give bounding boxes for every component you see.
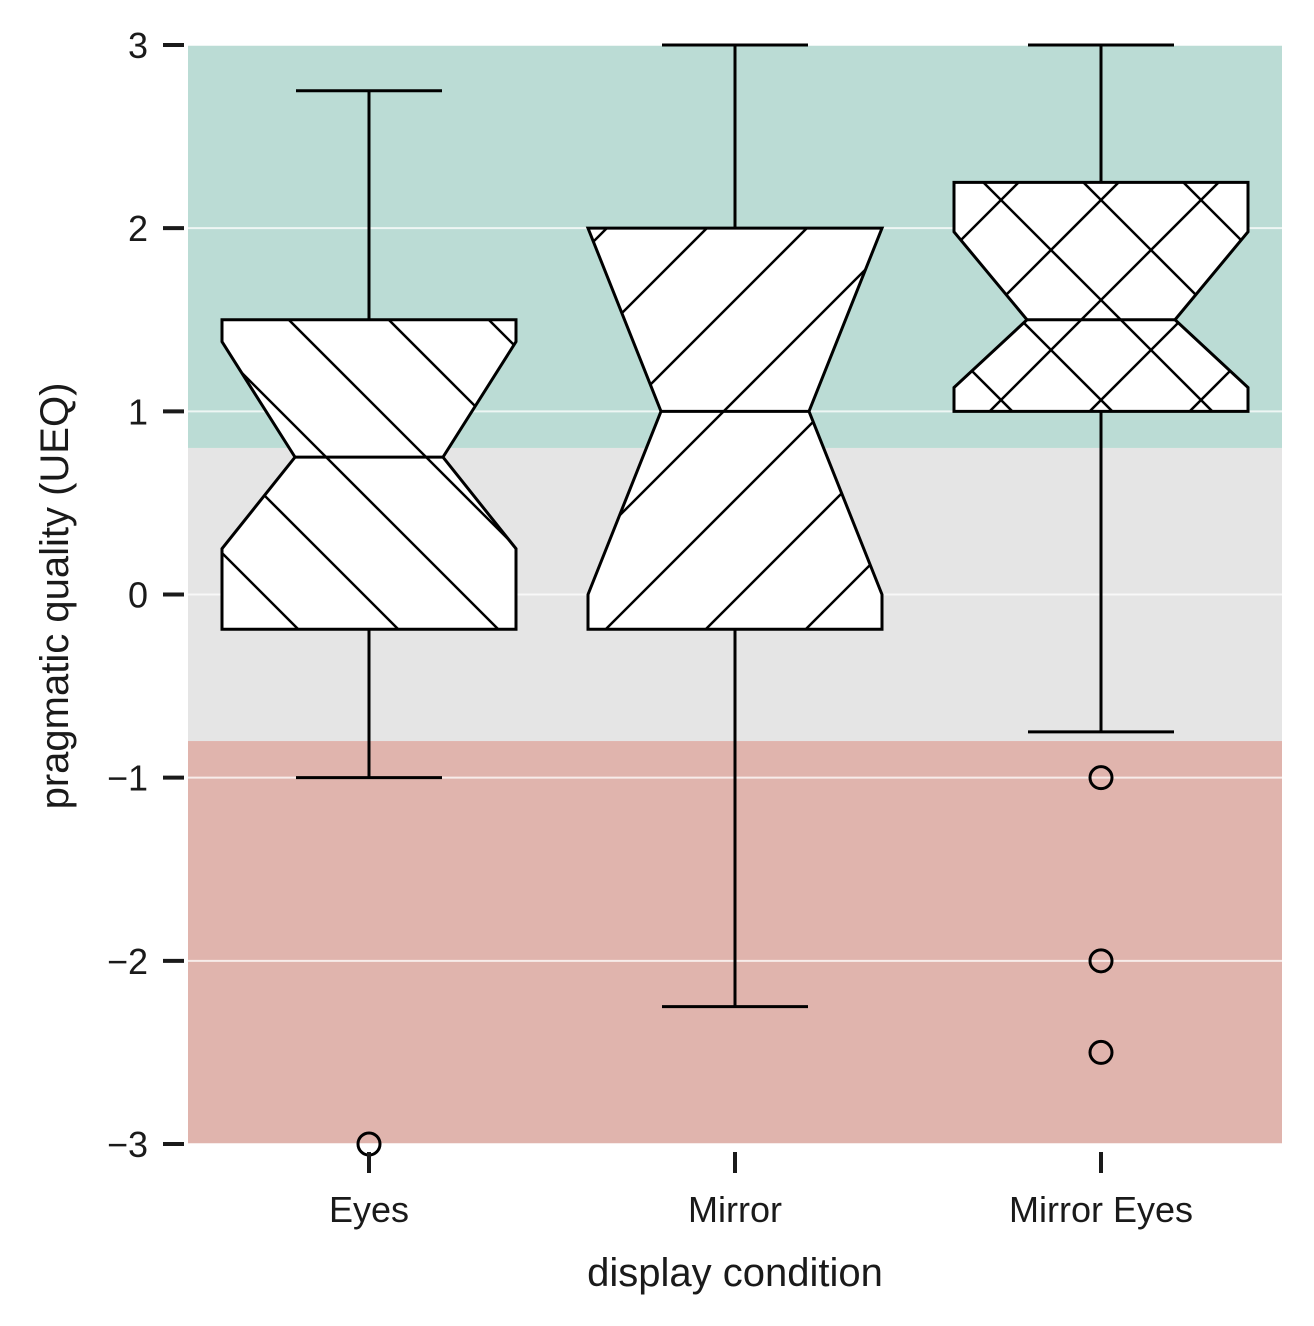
box-body	[222, 319, 516, 630]
y-tick-label: 1	[128, 391, 148, 432]
box-outline	[220, 318, 518, 631]
y-tick-label: −3	[107, 1124, 148, 1165]
y-axis-title: pragmatic quality (UEQ)	[33, 383, 77, 810]
y-tick-label: 3	[128, 25, 148, 66]
box-outline	[585, 226, 885, 631]
x-tick-label: Mirror Eyes	[1009, 1189, 1193, 1230]
y-tick-label: 2	[128, 208, 148, 249]
hatch-line	[1301, 0, 1314, 1300]
x-tick-label: Mirror	[688, 1189, 782, 1230]
outlier-point	[1088, 1039, 1114, 1065]
hatch-line	[222, 319, 516, 630]
hatch-line	[1301, 0, 1314, 1300]
box-body	[954, 182, 1248, 412]
outlier-point	[1088, 765, 1114, 791]
hatch-line	[954, 182, 1248, 412]
hatch-line	[0, 0, 169, 1300]
x-tick-label: Eyes	[329, 1189, 409, 1230]
hatch-line	[954, 182, 1248, 412]
x-axis-title: display condition	[587, 1251, 883, 1295]
hatch-line	[222, 319, 516, 630]
hatch-line	[954, 182, 1248, 412]
box-body	[588, 228, 882, 630]
outlier-point	[1088, 948, 1114, 974]
y-tick-label: −1	[107, 758, 148, 799]
y-tick-label: −2	[107, 941, 148, 982]
y-tick-label: 0	[128, 575, 148, 616]
box-outline	[952, 180, 1250, 413]
